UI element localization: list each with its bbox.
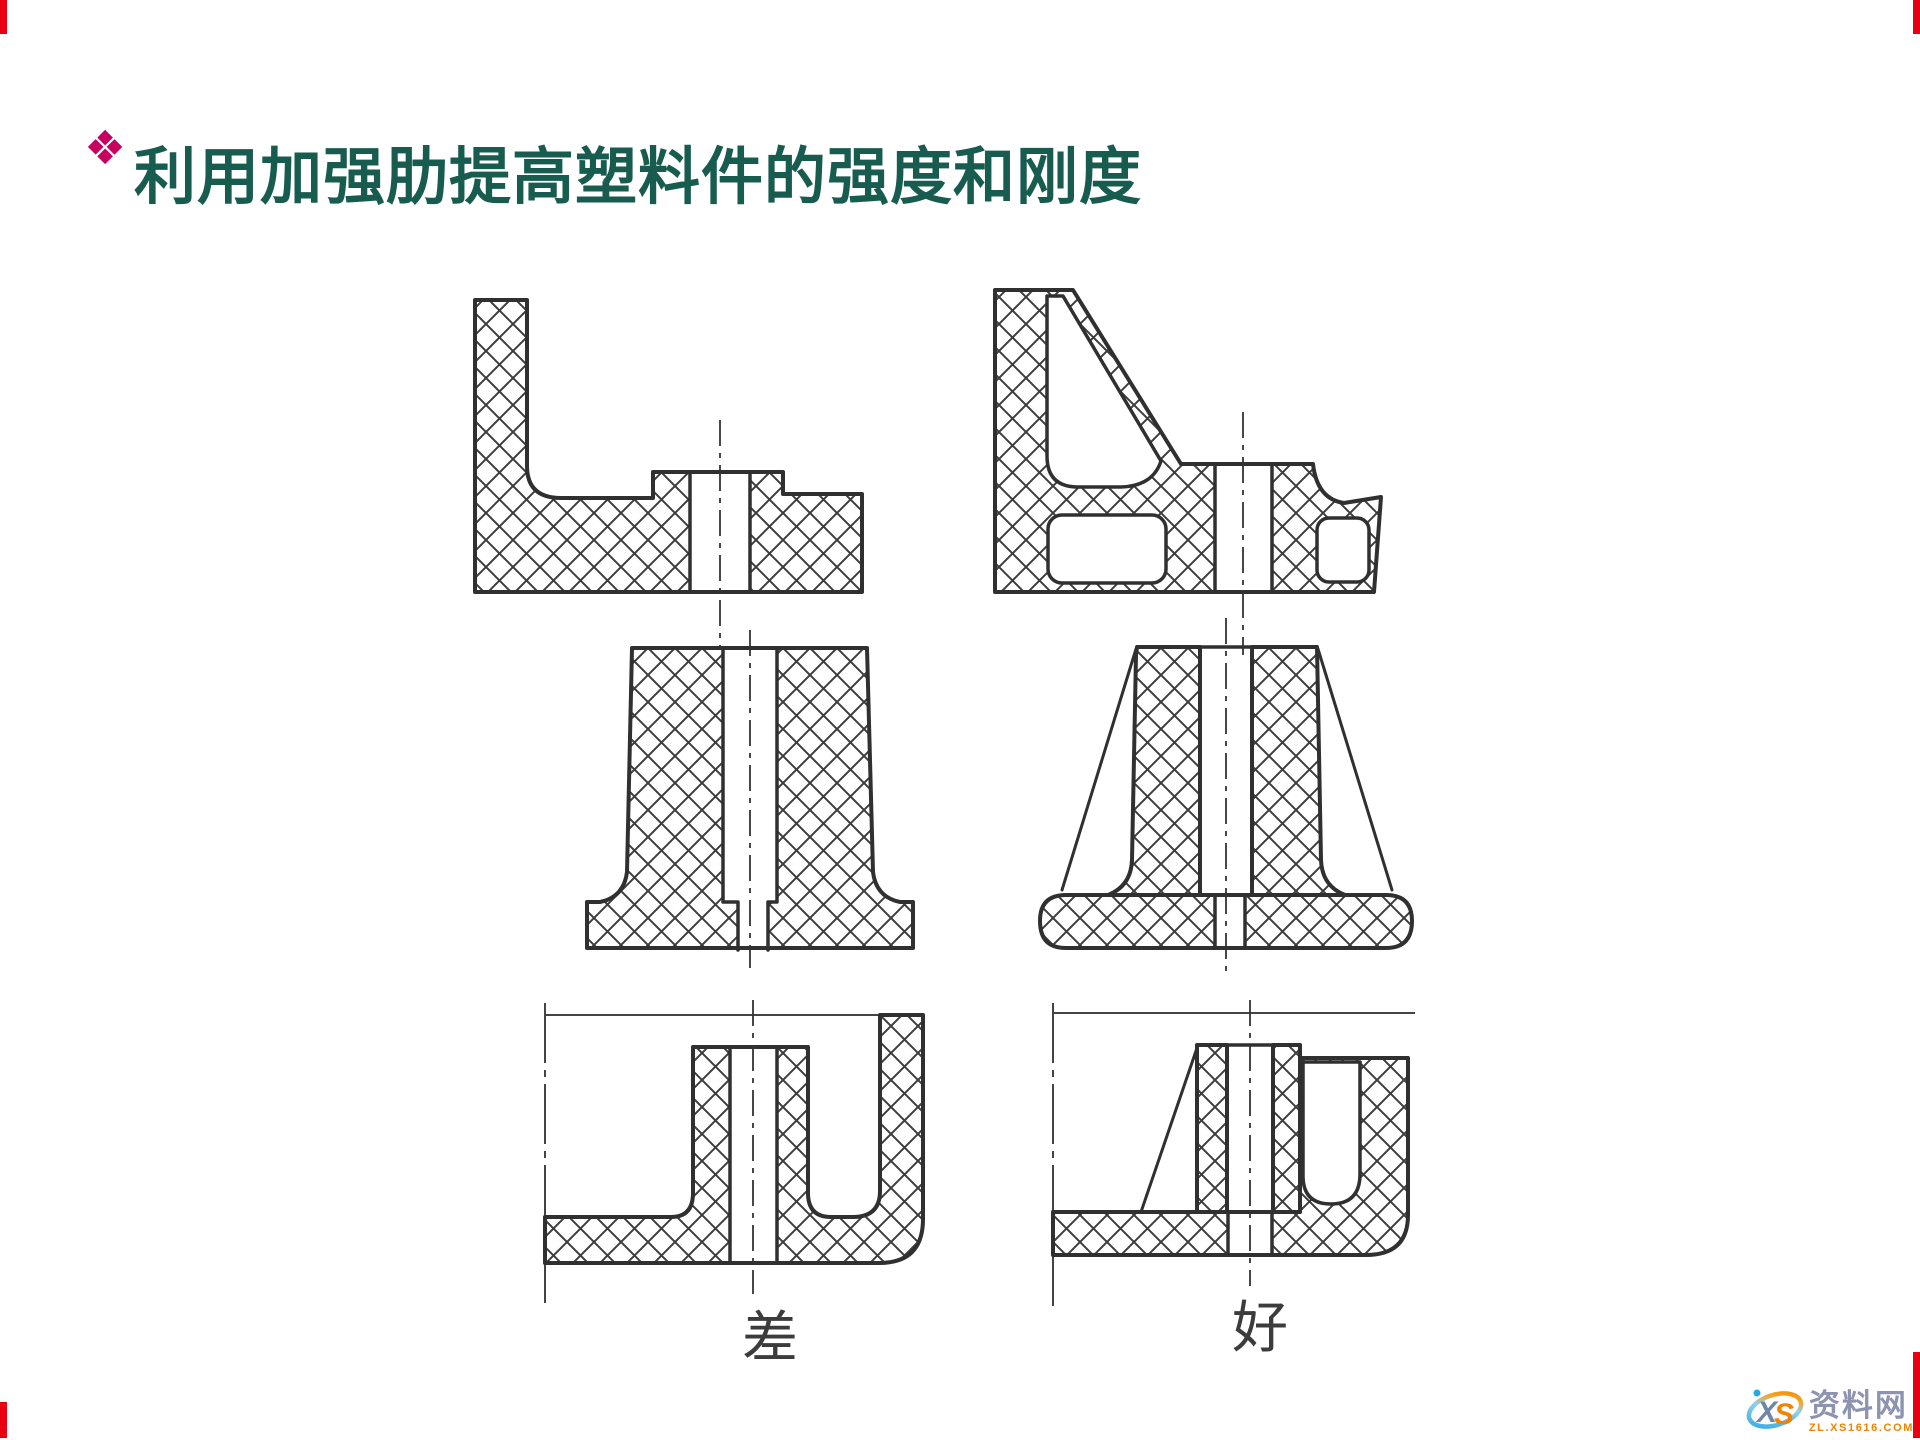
edge-mark-top-left bbox=[0, 0, 7, 34]
caption-bad: 差 bbox=[742, 1306, 798, 1369]
cross-section-diagrams bbox=[473, 288, 1415, 1312]
edge-mark-bottom-left bbox=[0, 1402, 7, 1438]
diagram-housing-good bbox=[1051, 1000, 1415, 1312]
diagram-boss-good bbox=[1038, 618, 1414, 975]
watermark-site-name: 资料网 bbox=[1808, 1388, 1908, 1423]
edge-mark-bottom-right bbox=[1913, 1352, 1920, 1438]
svg-text:S: S bbox=[1774, 1398, 1794, 1431]
diagram-bracket-bad bbox=[473, 298, 864, 650]
watermark-site-url: ZL.XS1616.COM bbox=[1808, 1422, 1914, 1434]
diamond-bullet-icon: ❖ bbox=[84, 121, 127, 174]
slide-title: 利用加强肋提高塑料件的强度和刚度 bbox=[134, 142, 1143, 212]
watermark: X S 资料网 ZL.XS1616.COM bbox=[1744, 1384, 1914, 1434]
caption-good: 好 bbox=[1232, 1296, 1288, 1359]
diagram-housing-bad bbox=[543, 1000, 925, 1303]
svg-text:X: X bbox=[1755, 1396, 1779, 1429]
diagram-bracket-good bbox=[993, 288, 1383, 655]
diagram-boss-bad bbox=[585, 630, 915, 968]
edge-mark-top-right bbox=[1913, 0, 1920, 34]
xs-logo-icon: X S bbox=[1746, 1389, 1804, 1431]
rib-design-figure bbox=[400, 240, 1460, 1380]
